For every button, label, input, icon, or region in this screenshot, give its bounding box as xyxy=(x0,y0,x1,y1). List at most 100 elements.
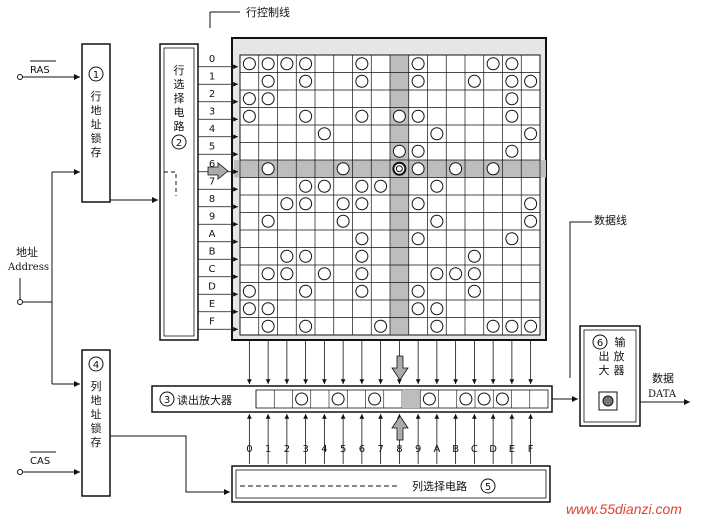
data-output: 数据 DATA xyxy=(640,371,690,405)
memory-cell xyxy=(280,267,294,281)
memory-cell xyxy=(392,109,406,123)
svg-text:器: 器 xyxy=(614,364,625,377)
svg-text:址: 址 xyxy=(91,117,102,131)
column-address-label: 0 xyxy=(246,444,252,455)
sense-bit xyxy=(422,392,436,406)
memory-cell xyxy=(467,249,481,263)
svg-text:选: 选 xyxy=(174,78,185,91)
row-address-label: C xyxy=(209,264,216,275)
column-address-label: 1 xyxy=(265,444,271,455)
svg-text:4: 4 xyxy=(93,360,99,371)
memory-cell xyxy=(280,249,294,263)
svg-text:地址: 地址 xyxy=(16,245,38,259)
memory-cell xyxy=(411,57,425,71)
memory-cell xyxy=(261,57,275,71)
svg-text:数据线: 数据线 xyxy=(594,213,627,227)
memory-cell xyxy=(355,179,369,193)
memory-cell xyxy=(261,319,275,333)
memory-cell xyxy=(411,74,425,88)
memory-cell xyxy=(299,57,313,71)
memory-cell xyxy=(449,162,463,176)
svg-text:放: 放 xyxy=(614,349,625,363)
memory-cell xyxy=(317,179,331,193)
ras-input: RAS xyxy=(17,60,80,80)
svg-text:地: 地 xyxy=(91,104,102,117)
row-address-label: 9 xyxy=(209,211,215,222)
svg-text:锁: 锁 xyxy=(91,131,102,145)
memory-cell xyxy=(261,214,275,228)
column-address-label: D xyxy=(489,444,497,455)
row-control-line-label: 行控制线 xyxy=(209,5,290,28)
memory-cell xyxy=(355,267,369,281)
memory-cell xyxy=(467,74,481,88)
selected-col-arrows xyxy=(391,355,409,441)
memory-cell xyxy=(486,319,500,333)
selected-cell-core xyxy=(395,165,403,173)
selected-row-arrow xyxy=(207,162,229,180)
svg-text:择: 择 xyxy=(174,91,185,105)
memory-cell xyxy=(505,109,519,123)
memory-cell xyxy=(299,249,313,263)
svg-text:存: 存 xyxy=(91,145,102,159)
svg-text:读出放大器: 读出放大器 xyxy=(177,393,232,407)
memory-cell xyxy=(355,74,369,88)
memory-cell xyxy=(430,214,444,228)
sense-bit xyxy=(477,392,491,406)
memory-cell xyxy=(524,74,538,88)
memory-cell xyxy=(299,179,313,193)
memory-cell xyxy=(430,302,444,316)
data-line-label: 数据线 xyxy=(569,213,627,378)
selected-memory-cell xyxy=(392,161,407,176)
memory-cell xyxy=(524,319,538,333)
svg-text:锁: 锁 xyxy=(91,421,102,435)
row-address-label: 1 xyxy=(209,71,215,82)
memory-cell xyxy=(505,144,519,158)
memory-cell xyxy=(261,267,275,281)
column-address-latch: 4 列 地 址 锁 存 xyxy=(81,349,111,497)
memory-cell xyxy=(505,92,519,106)
selected-sense-cell xyxy=(402,390,421,408)
cas-input: CAS xyxy=(17,451,80,475)
memory-cell xyxy=(449,267,463,281)
memory-cell xyxy=(486,57,500,71)
memory-cell xyxy=(261,162,275,176)
row-address-label: 2 xyxy=(209,89,215,100)
svg-text:存: 存 xyxy=(91,435,102,449)
memory-cell xyxy=(355,197,369,211)
memory-cell xyxy=(336,197,350,211)
memory-array xyxy=(231,37,547,341)
memory-cell xyxy=(299,319,313,333)
memory-cell xyxy=(467,284,481,298)
memory-cell xyxy=(430,267,444,281)
sense-bit xyxy=(495,392,509,406)
memory-cell xyxy=(355,284,369,298)
svg-text:路: 路 xyxy=(174,120,185,133)
svg-text:1: 1 xyxy=(93,70,99,81)
memory-cell xyxy=(261,74,275,88)
svg-text:出: 出 xyxy=(599,349,610,363)
row-address-label: A xyxy=(209,229,216,240)
column-address-label: 4 xyxy=(321,444,327,455)
memory-cell xyxy=(242,302,256,316)
svg-text:行控制线: 行控制线 xyxy=(246,5,290,19)
row-address-label: E xyxy=(209,299,215,310)
memory-cell xyxy=(299,284,313,298)
memory-cell xyxy=(242,109,256,123)
column-selection-circuit: 列选择电路 5 xyxy=(231,465,551,503)
memory-cell xyxy=(411,232,425,246)
row-address-label: 8 xyxy=(209,194,215,205)
row-selection-circuit: 行 选 择 电 路 2 xyxy=(159,43,199,341)
svg-text:列: 列 xyxy=(91,379,102,393)
svg-text:大: 大 xyxy=(599,363,610,377)
row-address-label: F xyxy=(209,316,215,327)
address-input: 地址 Address xyxy=(7,169,80,387)
memory-cell xyxy=(336,162,350,176)
column-address-label: 9 xyxy=(415,444,421,455)
memory-cell xyxy=(242,284,256,298)
output-amplifier: 6 输 出 放 大 器 xyxy=(579,325,641,427)
memory-cell xyxy=(374,179,388,193)
row-address-label: 0 xyxy=(209,54,215,65)
memory-cell xyxy=(505,57,519,71)
memory-cell xyxy=(261,302,275,316)
